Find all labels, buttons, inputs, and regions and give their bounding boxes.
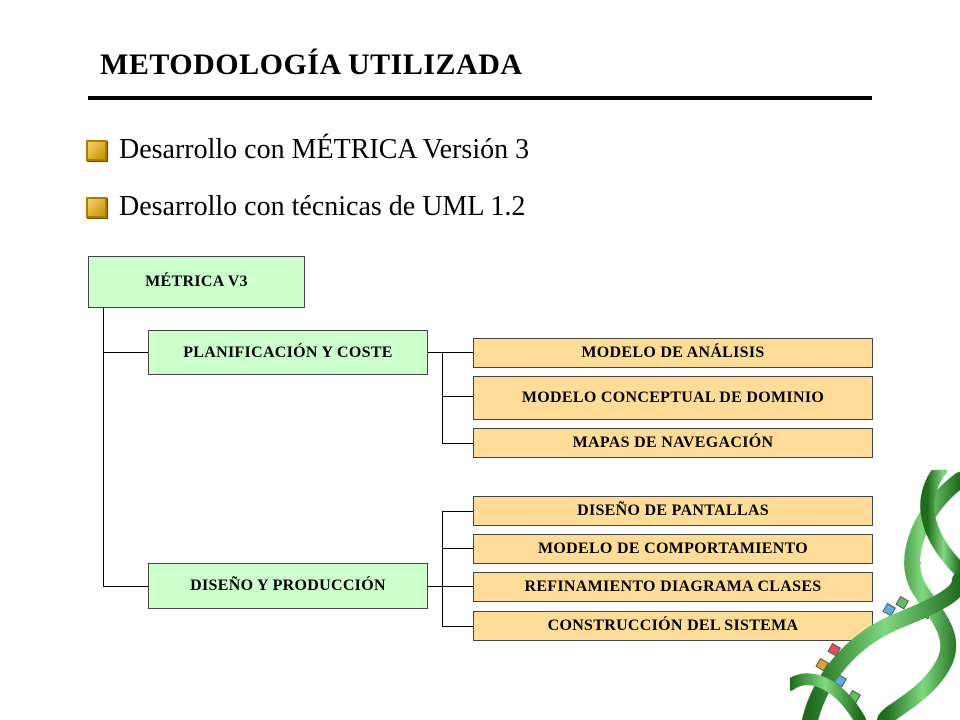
connector-line (442, 548, 473, 549)
phase-node-planificacion: PLANIFICACIÓN Y COSTE (148, 330, 428, 375)
connector-line (442, 443, 473, 444)
task-node: MODELO DE ANÁLISIS (473, 338, 873, 368)
connector-line (442, 352, 473, 353)
connector-line (442, 626, 473, 627)
connector-line (442, 511, 473, 512)
connector-line (442, 511, 443, 626)
connector-line (442, 396, 473, 397)
root-node: MÉTRICA V3 (88, 256, 305, 308)
task-node: MODELO DE COMPORTAMIENTO (473, 534, 873, 564)
connector-line (442, 352, 443, 443)
phase-node-diseno: DISEÑO Y PRODUCCIÓN (148, 563, 428, 609)
slide-title: METODOLOGÍA UTILIZADA (100, 48, 523, 81)
task-node: CONSTRUCCIÓN DEL SISTEMA (473, 611, 873, 641)
task-node: MAPAS DE NAVEGACIÓN (473, 428, 873, 458)
title-underline (88, 96, 872, 100)
connector-line (442, 586, 473, 587)
connector-line (103, 586, 148, 587)
bullet-item: Desarrollo con técnicas de UML 1.2 (86, 191, 525, 223)
dna-helix-icon (790, 470, 960, 720)
connector-line (103, 308, 104, 586)
task-node: DISEÑO DE PANTALLAS (473, 496, 873, 526)
bullet-text: Desarrollo con MÉTRICA Versión 3 (119, 134, 530, 165)
connector-line (428, 586, 442, 587)
bullet-item: Desarrollo con MÉTRICA Versión 3 (86, 134, 529, 166)
square-bullet-icon (86, 139, 107, 161)
bullet-text: Desarrollo con técnicas de UML 1.2 (119, 191, 526, 222)
task-node: REFINAMIENTO DIAGRAMA CLASES (473, 572, 873, 602)
connector-line (428, 352, 442, 353)
task-node: MODELO CONCEPTUAL DE DOMINIO (473, 376, 873, 420)
connector-line (103, 352, 148, 353)
square-bullet-icon (86, 196, 107, 218)
